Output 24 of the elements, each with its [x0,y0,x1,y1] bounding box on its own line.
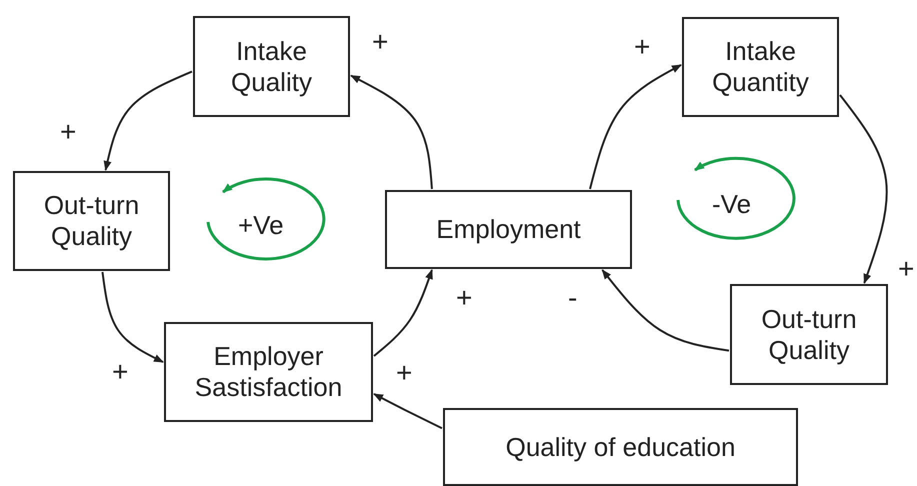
variable-box [682,17,839,117]
variable-box [13,171,170,271]
variable-name: Intake Quality [230,36,313,98]
variable-name: Out-turn Quality [42,190,140,252]
variable-box [193,16,350,117]
variable-box [164,322,373,422]
causal-arrow [589,64,682,190]
variable-name: Quality of education [506,432,736,462]
variable-box [443,408,798,486]
variable-name: Intake Quantity [711,36,810,98]
causal-arrow [373,393,442,430]
variable-box [385,190,632,269]
variable-name: Employment [436,214,581,245]
loop-polarity-label: -Ve [712,190,752,218]
causal-arrow [350,74,433,190]
causal-arrow [373,269,433,357]
causal-arrow [602,269,730,352]
variable-box [730,284,888,385]
variable-name: Employer Sastisfaction [194,341,344,403]
causal-arrow [104,70,192,171]
causal-arrow [839,94,888,284]
causal-arrow [102,272,164,363]
loop-polarity-label: +Ve [238,211,284,239]
variable-name: Out-turn Quality [760,304,858,366]
